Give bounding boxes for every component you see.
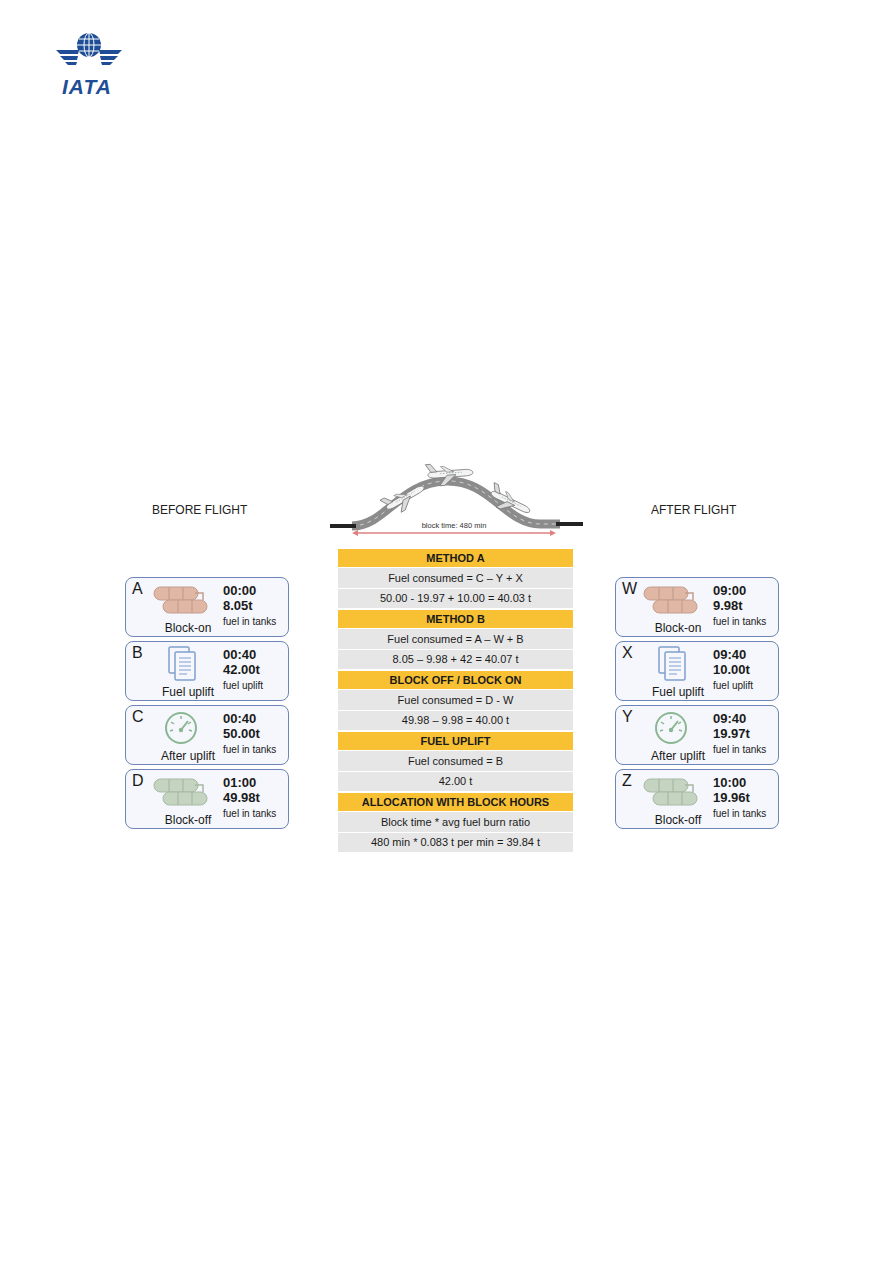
fuel-event-box: B 00:4042.00tFuel uplift fuel uplift bbox=[125, 641, 289, 701]
dimension-label: block time: 480 min bbox=[420, 522, 489, 531]
event-time: 01:00 bbox=[223, 776, 256, 791]
method-header: ALLOCATION WITH BLOCK HOURS bbox=[338, 793, 573, 811]
fuel-event-box: Z 10:0019.96tBlock-off fuel in tanks bbox=[615, 769, 779, 829]
icon-caption: Block-off bbox=[165, 814, 211, 828]
event-letter: A bbox=[132, 580, 143, 598]
fuel-event-box: W 09:009.98tBlock-on fuel in tanks bbox=[615, 577, 779, 637]
column-heading: BEFORE FLIGHT bbox=[152, 504, 247, 518]
icon-caption: After uplift bbox=[161, 750, 215, 764]
amount-note: fuel in tanks bbox=[223, 744, 276, 756]
method-formula: Block time * avg fuel burn ratio bbox=[381, 816, 530, 829]
flight-path-illustration bbox=[330, 461, 583, 526]
event-letter: B bbox=[132, 644, 143, 662]
fuel-event-box: X 09:4010.00tFuel uplift fuel uplift bbox=[615, 641, 779, 701]
method-formula: Fuel consumed = A – W + B bbox=[387, 633, 523, 646]
amount-note: fuel in tanks bbox=[713, 616, 766, 628]
fuel-amount: 42.00t bbox=[223, 663, 260, 678]
method-row: Fuel consumed = C – Y + X bbox=[338, 568, 573, 588]
event-letter: D bbox=[132, 772, 144, 790]
event-time: 09:40 bbox=[713, 712, 746, 727]
fuel-amount: 49.98t bbox=[223, 791, 260, 806]
method-row: 8.05 – 9.98 + 42 = 40.07 t bbox=[338, 650, 573, 669]
method-row: 480 min * 0.083 t per min = 39.84 t bbox=[338, 833, 573, 852]
event-letter: W bbox=[622, 580, 637, 598]
method-title: FUEL UPLIFT bbox=[420, 735, 490, 748]
method-title: ALLOCATION WITH BLOCK HOURS bbox=[362, 796, 549, 809]
method-row: 50.00 - 19.97 + 10.00 = 40.03 t bbox=[338, 589, 573, 608]
event-letter: Z bbox=[622, 772, 632, 790]
method-title: METHOD A bbox=[426, 552, 484, 565]
method-title: METHOD B bbox=[426, 613, 485, 626]
icon-caption: After uplift bbox=[651, 750, 705, 764]
method-row: 42.00 t bbox=[338, 772, 573, 791]
icon-caption: Block-on bbox=[165, 622, 212, 636]
event-time: 00:40 bbox=[223, 648, 256, 663]
amount-note: fuel in tanks bbox=[223, 616, 276, 628]
fuel-event-box: D 01:0049.98tBlock-off fuel in tanks bbox=[125, 769, 289, 829]
method-formula: 480 min * 0.083 t per min = 39.84 t bbox=[371, 836, 540, 849]
icon-caption: Fuel uplift bbox=[162, 686, 214, 700]
iata-logo bbox=[56, 33, 122, 65]
method-formula: 49.98 – 9.98 = 40.00 t bbox=[402, 714, 509, 727]
event-letter: X bbox=[622, 644, 633, 662]
amount-note: fuel uplift bbox=[713, 680, 753, 692]
method-header: BLOCK OFF / BLOCK ON bbox=[338, 671, 573, 689]
method-formula: 8.05 – 9.98 + 42 = 40.07 t bbox=[393, 653, 519, 666]
method-formula: 42.00 t bbox=[439, 775, 473, 788]
method-row: Fuel consumed = A – W + B bbox=[338, 629, 573, 649]
column-heading: AFTER FLIGHT bbox=[651, 504, 736, 518]
icon-caption: Block-off bbox=[655, 814, 701, 828]
block-time-dimension bbox=[352, 530, 556, 536]
fuel-event-box: Y 09:4019.97tAfter uplift fuel in tanks bbox=[615, 705, 779, 765]
logo-wordmark: IATA bbox=[62, 75, 112, 99]
icon-caption: Fuel uplift bbox=[652, 686, 704, 700]
fuel-amount: 19.97t bbox=[713, 727, 750, 742]
method-row: Fuel consumed = D - W bbox=[338, 690, 573, 710]
event-time: 10:00 bbox=[713, 776, 746, 791]
event-time: 09:00 bbox=[713, 584, 746, 599]
event-letter: C bbox=[132, 708, 144, 726]
method-header: METHOD B bbox=[338, 610, 573, 628]
method-title: BLOCK OFF / BLOCK ON bbox=[390, 674, 522, 687]
fuel-amount: 10.00t bbox=[713, 663, 750, 678]
fuel-amount: 9.98t bbox=[713, 599, 743, 614]
fuel-amount: 8.05t bbox=[223, 599, 253, 614]
icon-caption: Block-on bbox=[655, 622, 702, 636]
method-row: Block time * avg fuel burn ratio bbox=[338, 812, 573, 832]
method-header: FUEL UPLIFT bbox=[338, 732, 573, 750]
method-formula: Fuel consumed = C – Y + X bbox=[388, 572, 523, 585]
method-row: 49.98 – 9.98 = 40.00 t bbox=[338, 711, 573, 730]
fuel-event-box: C 00:4050.00tAfter uplift fuel in tanks bbox=[125, 705, 289, 765]
fuel-event-box: A 00:008.05tBlock-on fuel in tanks bbox=[125, 577, 289, 637]
amount-note: fuel in tanks bbox=[223, 808, 276, 820]
event-letter: Y bbox=[622, 708, 633, 726]
event-time: 09:40 bbox=[713, 648, 746, 663]
method-formula: Fuel consumed = D - W bbox=[398, 694, 514, 707]
event-time: 00:00 bbox=[223, 584, 256, 599]
method-formula: Fuel consumed = B bbox=[408, 755, 503, 768]
method-header: METHOD A bbox=[338, 549, 573, 567]
amount-note: fuel in tanks bbox=[713, 744, 766, 756]
amount-note: fuel uplift bbox=[223, 680, 263, 692]
fuel-amount: 50.00t bbox=[223, 727, 260, 742]
event-time: 00:40 bbox=[223, 712, 256, 727]
fuel-amount: 19.96t bbox=[713, 791, 750, 806]
method-formula: 50.00 - 19.97 + 10.00 = 40.03 t bbox=[380, 592, 531, 605]
amount-note: fuel in tanks bbox=[713, 808, 766, 820]
method-row: Fuel consumed = B bbox=[338, 751, 573, 771]
